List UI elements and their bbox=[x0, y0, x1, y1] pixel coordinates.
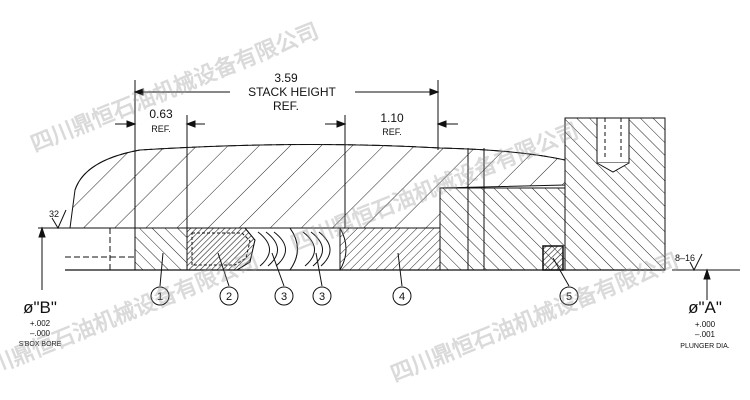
left-dim-ref: REF. bbox=[151, 124, 171, 134]
plunger-label: PLUNGER DIA. bbox=[680, 343, 729, 350]
left-dim-value: 0.63 bbox=[149, 107, 173, 121]
right-dim-value: 1.10 bbox=[380, 111, 404, 125]
bore-tol-minus: –.000 bbox=[30, 329, 51, 338]
right-dim-ref: REF. bbox=[382, 127, 402, 137]
stack-height-label: STACK HEIGHT bbox=[248, 85, 336, 99]
callout-2: 2 bbox=[226, 291, 232, 303]
callout-1: 1 bbox=[157, 291, 163, 303]
stack-height-ref: REF. bbox=[273, 99, 299, 113]
plunger-symbol: ø"A" bbox=[688, 298, 722, 317]
bore-finish: 32 bbox=[49, 209, 59, 219]
callout-5: 5 bbox=[566, 291, 572, 303]
plunger-tol-minus: –.001 bbox=[695, 330, 716, 339]
callout-3b: 3 bbox=[319, 291, 325, 303]
plunger-tol-plus: +.000 bbox=[695, 320, 716, 329]
callout-4: 4 bbox=[399, 291, 405, 303]
bore-label: S'BOX BORE bbox=[19, 341, 62, 348]
bore-symbol: ø"B" bbox=[23, 298, 57, 317]
ring-2 bbox=[186, 227, 256, 271]
ring-4 bbox=[339, 227, 441, 271]
bore-tol-plus: +.002 bbox=[30, 319, 51, 328]
callout-3a: 3 bbox=[281, 291, 287, 303]
stack-height-value: 3.59 bbox=[274, 71, 298, 85]
plunger-finish: 8–16 bbox=[675, 253, 695, 263]
ring-1 bbox=[134, 227, 188, 271]
callouts bbox=[150, 252, 579, 306]
